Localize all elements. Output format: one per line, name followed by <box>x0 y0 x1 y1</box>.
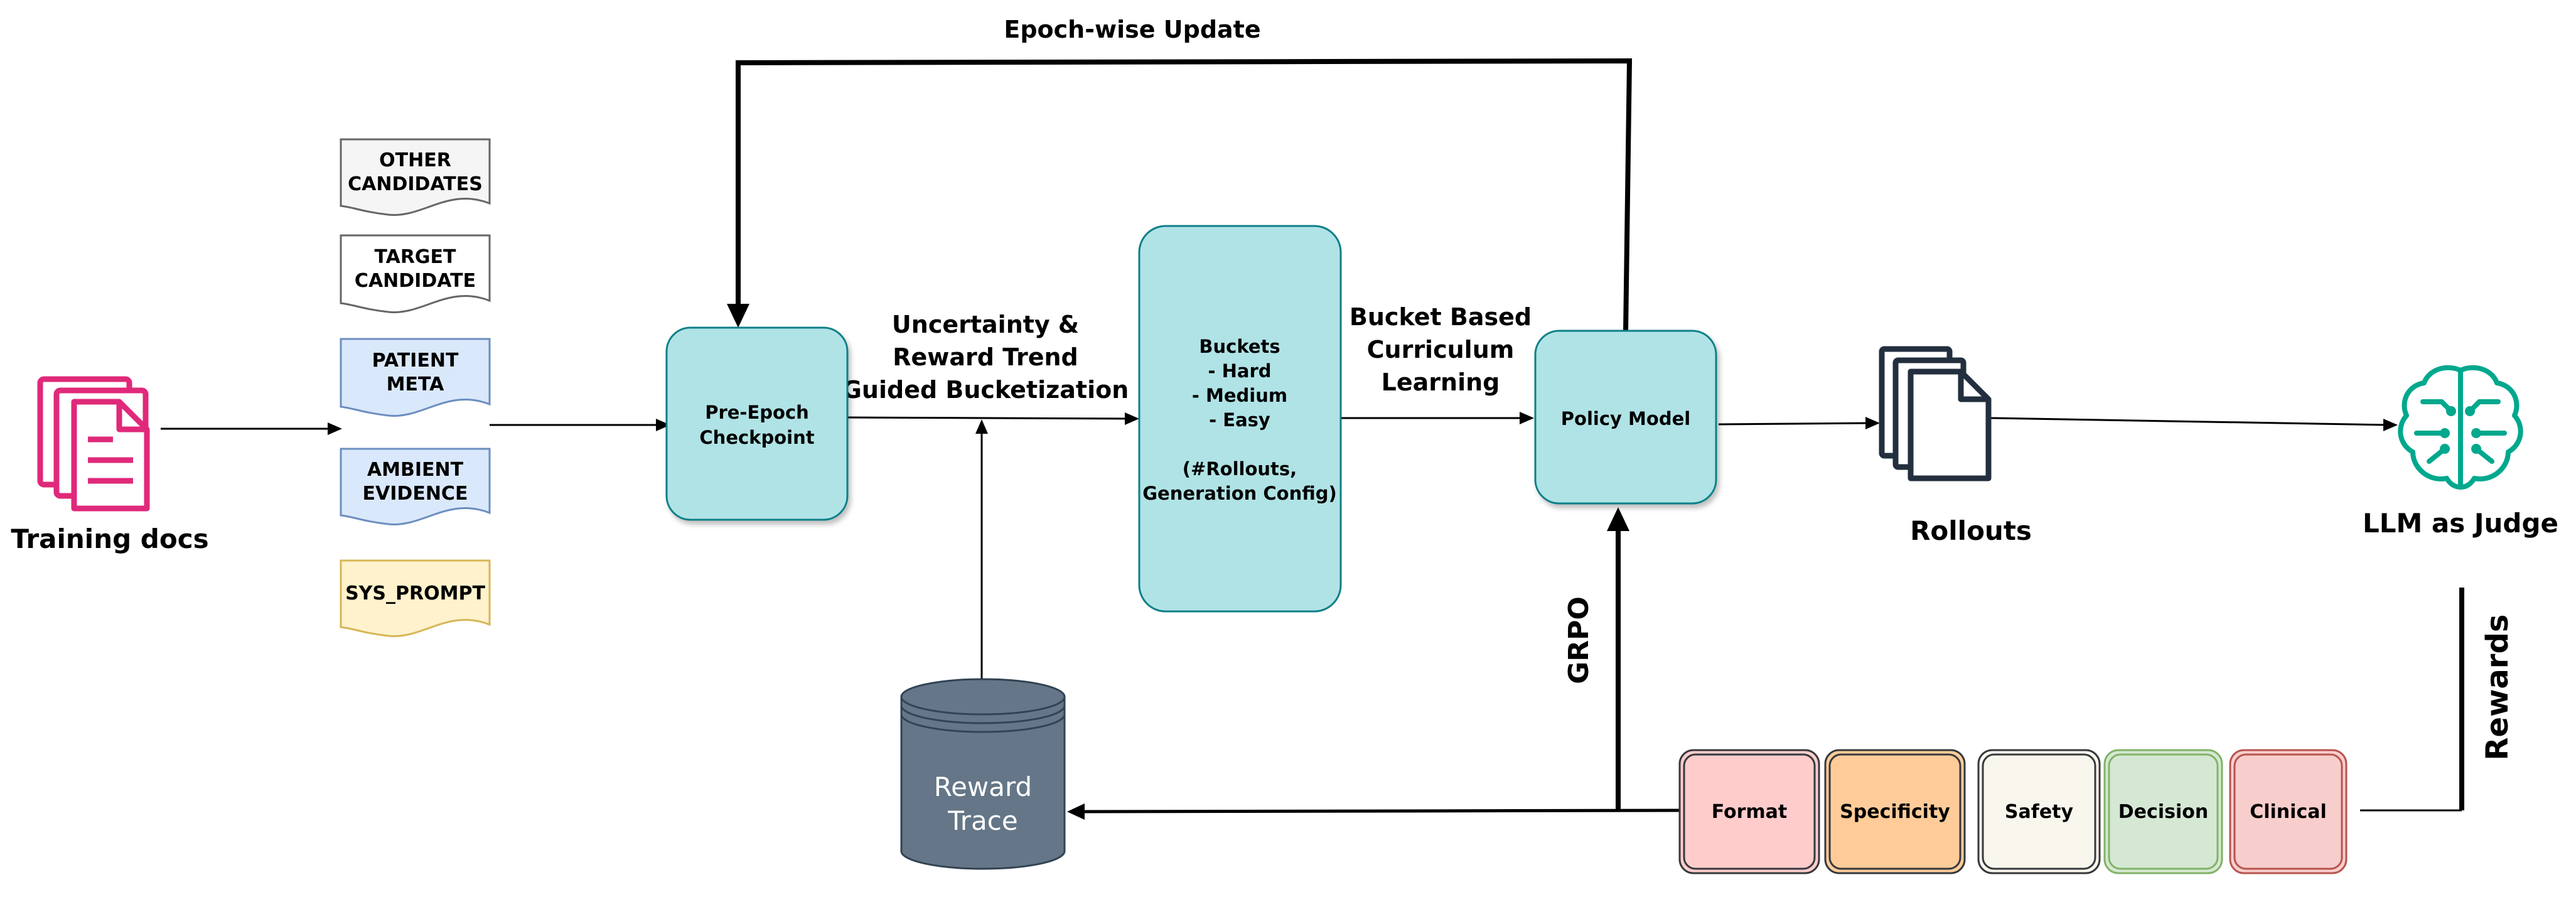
reward-box-label: Format <box>1712 801 1788 823</box>
buckets-line-2: - Hard <box>1208 360 1271 382</box>
prompt-document-label: CANDIDATE <box>355 270 476 292</box>
training-docs-node: Training docs <box>11 376 209 554</box>
prompt-document-label: TARGET <box>374 246 456 268</box>
arrowhead <box>656 419 670 431</box>
reward-box-safety: Safety <box>1977 749 2101 874</box>
buckets-line-6: (#Rollouts, <box>1183 458 1297 480</box>
reward-box-label: Clinical <box>2250 801 2327 823</box>
policy-model-node: Policy Model <box>1534 330 1717 505</box>
documents-icon <box>1879 346 1992 481</box>
circuit-nodes <box>2440 406 2481 454</box>
reward-boxes: Format Specificity Safety Decision Clinical <box>1678 749 2348 874</box>
arrow-rollouts-to-judge <box>1990 417 2389 426</box>
curriculum-label-line2: Curriculum <box>1367 336 1515 363</box>
bucketization-label-line1: Uncertainty & <box>892 311 1079 338</box>
arrowhead <box>1067 803 1085 820</box>
buckets-line-7: Generation Config) <box>1142 483 1336 504</box>
rollouts-label: Rollouts <box>1910 515 2032 546</box>
prompt-document-label: META <box>387 373 444 395</box>
prompt-document-label: PATIENT <box>372 350 459 372</box>
arrow-checkpoint-to-buckets <box>847 416 1130 420</box>
arrowhead <box>1125 412 1139 425</box>
bucketization-label-line3: Guided Bucketization <box>842 376 1129 404</box>
reward-box-label: Decision <box>2118 801 2208 823</box>
prompt-document-label: AMBIENT <box>367 459 464 481</box>
arrowhead <box>2383 419 2398 431</box>
buckets-line-1: Buckets <box>1199 336 1280 357</box>
arrow-rewards-to-trace <box>1079 808 1680 814</box>
connectors <box>161 58 2464 820</box>
policy-model-label: Policy Model <box>1561 408 1690 429</box>
buckets-line-4: - Easy <box>1209 409 1270 431</box>
training-docs-label: Training docs <box>11 524 208 554</box>
reward-box-label: Safety <box>2005 801 2074 823</box>
llm-judge-node: LLM as Judge <box>2363 365 2558 539</box>
reward-box-specificity: Specificity <box>1824 749 1966 874</box>
reward-box-clinical: Clinical <box>2229 749 2348 874</box>
rollouts-node: Rollouts <box>1879 346 2032 546</box>
prompt-document-label: SYS_PROMPT <box>345 583 485 604</box>
arrowhead <box>328 422 342 435</box>
brain-circuit-icon <box>2398 365 2523 490</box>
prompt-document-label: CANDIDATES <box>348 173 483 195</box>
rewards-label: Rewards <box>2480 615 2515 761</box>
buckets-line-3: - Medium <box>1192 385 1287 406</box>
prompt-document-label: OTHER <box>379 149 451 171</box>
reward-box-label: Specificity <box>1840 801 1950 823</box>
reward-trace-label-line1: Reward <box>934 771 1032 802</box>
grpo-label: GRPO <box>1563 596 1595 684</box>
arrowhead <box>1607 507 1629 531</box>
bucketization-label-line2: Reward Trend <box>893 343 1078 371</box>
edge-labels: Epoch-wise Update Uncertainty & Reward T… <box>842 16 2515 760</box>
curriculum-label-line3: Learning <box>1382 368 1500 396</box>
prompt-document: SYS_PROMPT <box>340 559 491 637</box>
reward-trace-node: Reward Trace <box>900 678 1066 870</box>
arrowhead <box>1520 412 1534 424</box>
buckets-node: Buckets - Hard - Medium - Easy (#Rollout… <box>1138 225 1342 613</box>
arrow-epoch-update-loop <box>736 58 1633 331</box>
documents-icon <box>37 376 150 512</box>
prompt-document-label: EVIDENCE <box>363 483 468 505</box>
arrowhead <box>975 419 988 434</box>
epoch-update-label: Epoch-wise Update <box>1004 16 1260 43</box>
arrowhead <box>727 304 749 328</box>
llm-judge-label: LLM as Judge <box>2363 508 2558 539</box>
checkpoint-label-line2: Checkpoint <box>699 427 814 448</box>
pre-epoch-checkpoint-node: Pre-Epoch Checkpoint <box>665 326 849 521</box>
reward-box-format: Format <box>1678 749 1820 874</box>
reward-trace-label-line2: Trace <box>947 805 1017 836</box>
reward-box-decision: Decision <box>2103 749 2223 874</box>
checkpoint-label-line1: Pre-Epoch <box>705 402 809 423</box>
curriculum-label-line1: Bucket Based <box>1350 303 1532 331</box>
arrowhead <box>1865 417 1880 429</box>
arrow-policy-to-rollouts <box>1718 422 1871 426</box>
